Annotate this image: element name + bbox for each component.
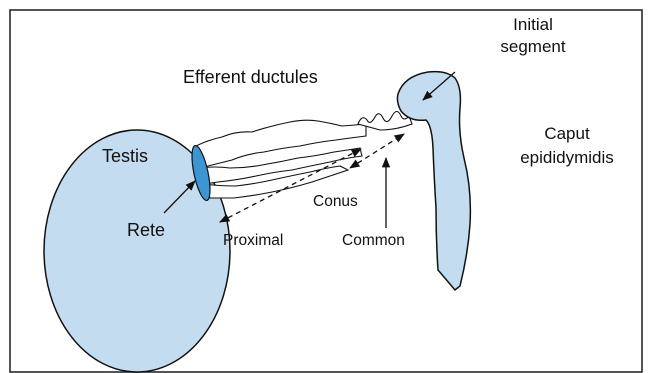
efferent-ductules-label: Efferent ductules <box>183 67 318 88</box>
caput-epididymidis-shape <box>397 72 470 290</box>
initial-segment-label-line-1: Initial <box>488 14 578 36</box>
initial-segment-label-line-2: segment <box>488 36 578 58</box>
common-label: Common <box>342 232 405 250</box>
conus-label: Conus <box>313 193 358 211</box>
initial-segment-label: Initial segment <box>488 14 578 58</box>
testis-label: Testis <box>102 146 148 167</box>
caput-epididymidis-label: Caput epididymidis <box>496 122 638 170</box>
rete-label: Rete <box>127 220 165 241</box>
efferent-ductules <box>196 112 412 199</box>
proximal-label: Proximal <box>223 232 283 250</box>
caput-epididymidis-label-line-1: Caput <box>496 122 638 146</box>
caput-epididymidis-label-line-2: epididymidis <box>496 146 638 170</box>
